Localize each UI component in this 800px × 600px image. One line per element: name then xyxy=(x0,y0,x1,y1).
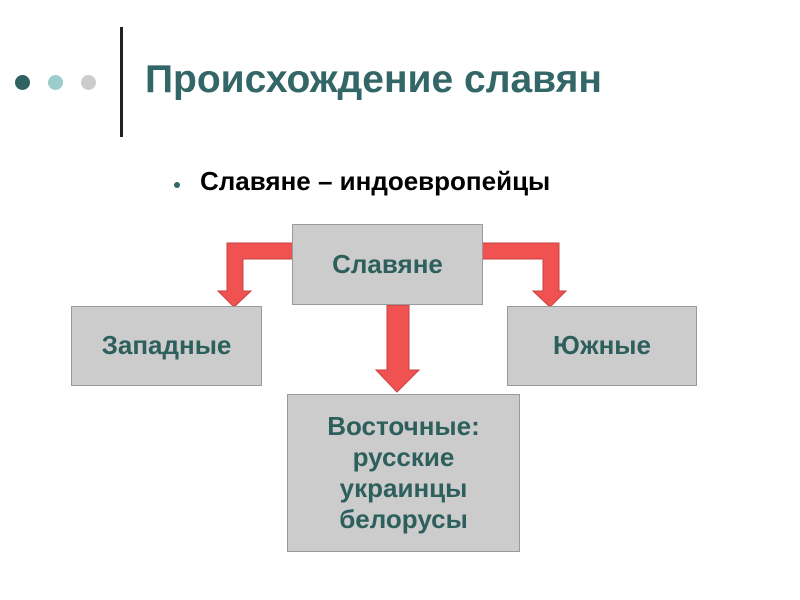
box-west: Западные xyxy=(71,306,262,386)
title-divider xyxy=(120,27,123,137)
decor-dot-gray xyxy=(81,75,96,90)
box-south: Южные xyxy=(507,306,697,386)
bullet-icon xyxy=(174,182,180,188)
box-east-line: белорусы xyxy=(339,504,468,535)
arrow-down xyxy=(374,304,421,393)
slide-title: Происхождение славян xyxy=(145,58,602,101)
box-east-line: украинцы xyxy=(339,473,468,503)
box-east-heading: Восточные: xyxy=(327,410,480,441)
arrow-right xyxy=(481,242,568,308)
bullet-text: Славяне – индоевропейцы xyxy=(200,166,551,196)
box-slavs: Славяне xyxy=(292,224,483,305)
decor-dot-dark xyxy=(15,75,30,90)
box-slavs-label: Славяне xyxy=(332,248,443,279)
box-south-label: Южные xyxy=(553,330,651,361)
box-east: Восточные: русские украинцы белорусы xyxy=(287,394,520,552)
box-east-line: русские xyxy=(352,441,455,472)
decor-dot-light xyxy=(48,75,63,90)
arrow-left xyxy=(216,242,294,308)
box-west-label: Западные xyxy=(101,330,232,361)
